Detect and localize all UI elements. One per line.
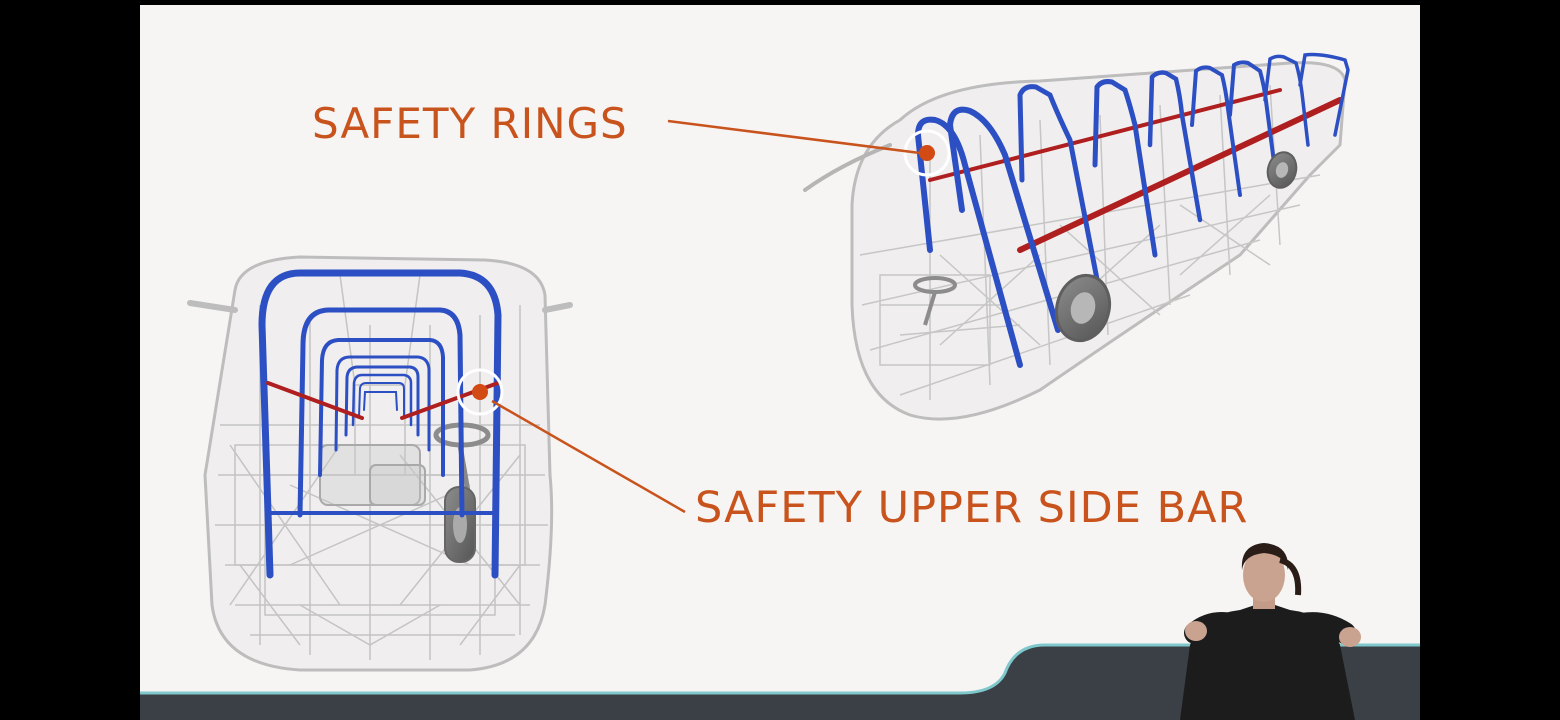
footer-band: [140, 643, 1420, 720]
safety-rings-leader-line: [667, 119, 921, 155]
safety-rings-highlight-ring: [903, 129, 951, 177]
safety-rings-label: SAFETY RINGS: [312, 99, 628, 148]
side-view-bus: [803, 52, 1350, 421]
slide-frame: SAFETY RINGS SAFETY UPPER SIDE BAR: [140, 5, 1420, 720]
upper-side-bar-highlight-ring: [456, 368, 504, 416]
safety-rings-marker-dot: [919, 145, 935, 161]
bus-illustration: [140, 52, 1420, 720]
sign-language-interpreter: [1180, 543, 1361, 720]
front-view-bus: [187, 255, 573, 672]
safety-upper-side-bar-label: SAFETY UPPER SIDE BAR: [695, 483, 1249, 533]
upper-side-bar-leader-line: [491, 399, 686, 514]
upper-side-bar-marker-dot: [472, 384, 488, 400]
